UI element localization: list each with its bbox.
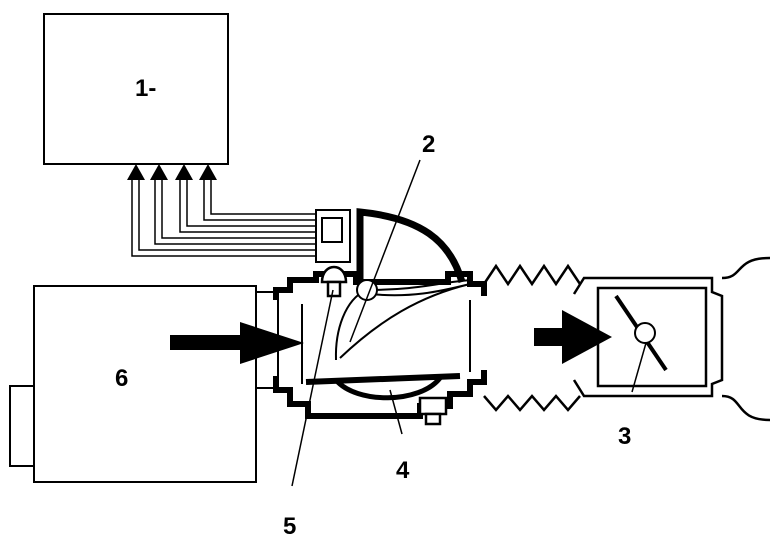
label-4: 4	[396, 457, 410, 484]
throttle-pivot	[634, 322, 656, 344]
connector	[315, 209, 351, 263]
intake-manifold	[721, 256, 771, 422]
label-3: 3	[618, 423, 631, 450]
label-2: 2	[422, 131, 435, 158]
label-6: 6	[115, 365, 128, 392]
flow-meter-body	[273, 208, 487, 419]
signal-wires	[131, 178, 336, 257]
inlet-flow-arrow	[170, 322, 304, 364]
air-filter-housing: 6	[9, 285, 279, 483]
leader-lines	[291, 159, 649, 487]
adjusting-screw	[418, 396, 448, 426]
signal-arrowheads	[127, 164, 217, 180]
temperature-sensor	[320, 265, 348, 298]
middle-flow-arrow	[534, 310, 612, 364]
bellows-hose	[482, 263, 582, 412]
label-1: 1-	[135, 75, 156, 102]
label-5: 5	[283, 513, 296, 540]
control-unit: 1-	[43, 13, 229, 165]
